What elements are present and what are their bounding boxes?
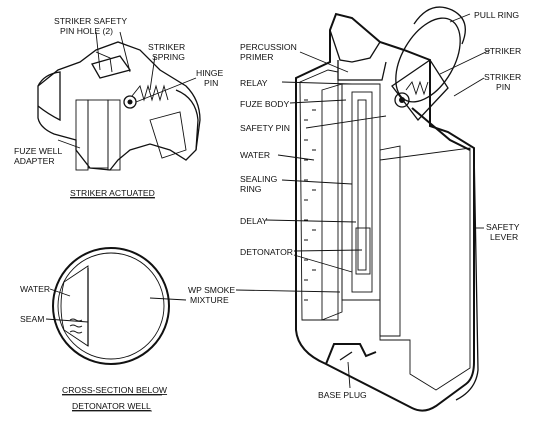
- label-water: WATER: [240, 150, 270, 160]
- label-delay: DELAY: [240, 216, 268, 226]
- label-striker-safety-pin-hole: STRIKER SAFETY: [54, 16, 127, 26]
- label-seam: SEAM: [20, 314, 44, 324]
- label-safety-pin: SAFETY PIN: [240, 123, 290, 133]
- label-striker-pin: STRIKER: [484, 72, 521, 82]
- cross-section-drawing: [52, 247, 170, 365]
- label-fuze-well-adapter: FUZE WELL: [14, 146, 62, 156]
- label-striker-spring-2: SPRING: [152, 52, 185, 62]
- label-sealing-ring: SEALING: [240, 174, 278, 184]
- striker-actuated-drawing: [37, 41, 201, 171]
- label-striker-safety-pin-hole-2: PIN HOLE (2): [60, 26, 113, 36]
- caption-cross-section-2: DETONATOR WELL: [72, 401, 151, 411]
- label-safety-lever-2: LEVER: [490, 232, 518, 242]
- label-cross-section-water: WATER: [20, 284, 50, 294]
- label-pull-ring: PULL RING: [474, 10, 519, 20]
- label-fuze-well-adapter-2: ADAPTER: [14, 156, 55, 166]
- label-percussion-primer: PERCUSSION: [240, 42, 297, 52]
- label-wp-smoke-mixture-2: MIXTURE: [190, 295, 229, 305]
- label-sealing-ring-2: RING: [240, 184, 262, 194]
- caption-striker-actuated: STRIKER ACTUATED: [70, 188, 155, 198]
- caption-cross-section: CROSS-SECTION BELOW: [62, 385, 168, 395]
- label-fuze-body: FUZE BODY: [240, 99, 289, 109]
- label-safety-lever: SAFETY: [486, 222, 520, 232]
- label-hinge-pin: HINGE: [196, 68, 223, 78]
- label-striker-spring: STRIKER: [148, 42, 185, 52]
- label-base-plug: BASE PLUG: [318, 390, 367, 400]
- label-detonator: DETONATOR: [240, 247, 293, 257]
- label-relay: RELAY: [240, 78, 268, 88]
- label-percussion-primer-2: PRIMER: [240, 52, 273, 62]
- label-hinge-pin-2: PIN: [204, 78, 218, 88]
- label-striker: STRIKER: [484, 46, 521, 56]
- label-wp-smoke-mixture: WP SMOKE: [188, 285, 235, 295]
- leader-lines: [45, 13, 491, 389]
- label-striker-pin-2: PIN: [496, 82, 510, 92]
- grenade-cutaway: [295, 6, 479, 412]
